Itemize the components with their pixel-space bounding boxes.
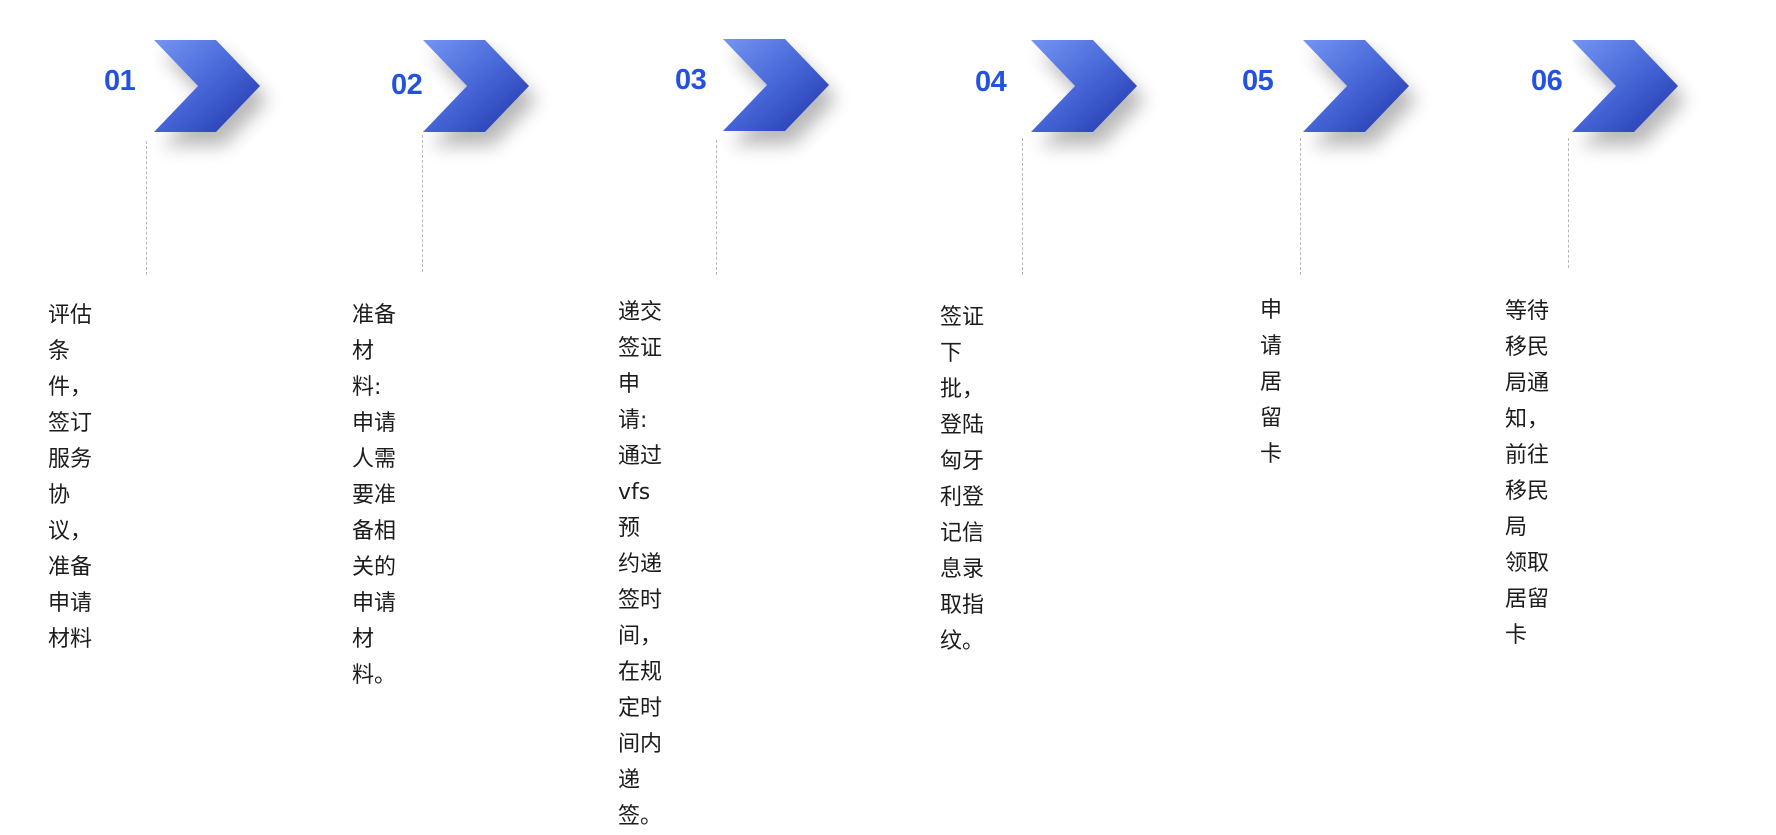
step-number: 05 [1242,65,1274,97]
step-number: 02 [391,69,423,101]
step-number: 01 [104,65,136,97]
step-description: 准备材料:申请人需 要准备相关的申请 材料。 [352,303,397,688]
chevron-right-arrow-icon [1031,40,1137,132]
chevron-right-arrow-icon [423,40,529,132]
dashed-connector-line [1300,138,1301,275]
step-description: 签证下批，登陆匈牙 利登记信息录取指 纹。 [940,305,985,654]
step-description: 等待移民局通 知，前往移民局 领取居留卡 [1505,299,1550,648]
step-description: 申请居留卡 [1260,298,1283,467]
chevron-right-arrow-icon [1303,40,1409,132]
step-number: 03 [675,64,707,96]
step-number: 04 [975,66,1007,98]
chevron-right-arrow-icon [1572,40,1678,132]
dashed-connector-line [146,141,147,275]
dashed-connector-line [1568,138,1569,268]
step-description: 评估条件，签订服务 协议，准备申请材料 [48,303,93,652]
dashed-connector-line [422,135,423,272]
chevron-right-arrow-icon [154,40,260,132]
chevron-right-arrow-icon [723,39,829,131]
dashed-connector-line [1022,138,1023,275]
dashed-connector-line [716,140,717,275]
step-description: 递交签证申请:通过vfs预 约递签时间，在规定时 间内递签。 [618,300,663,829]
step-number: 06 [1531,65,1563,97]
